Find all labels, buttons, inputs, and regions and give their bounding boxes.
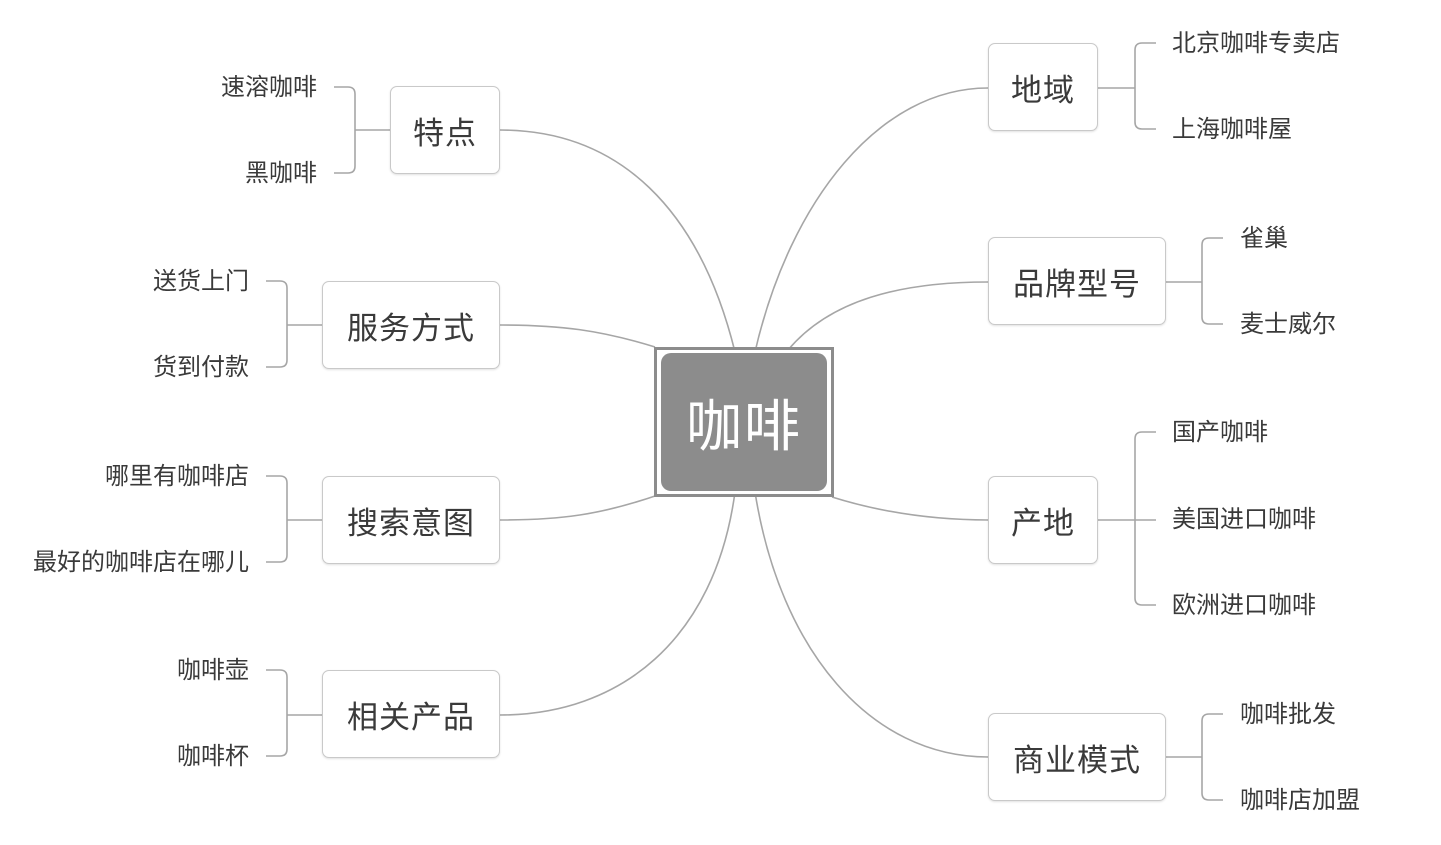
- bracket-search-intent: [266, 475, 288, 563]
- branch-brand-model[interactable]: 品牌型号: [988, 237, 1166, 325]
- leaf-region-0[interactable]: 北京咖啡专卖店: [1172, 29, 1340, 57]
- leaf-related-products-0[interactable]: 咖啡壶: [177, 656, 249, 684]
- bracket-business-model: [1201, 713, 1223, 801]
- link-center-region: [754, 87, 989, 353]
- bracket-service: [266, 280, 288, 368]
- leaf-origin-1[interactable]: 美国进口咖啡: [1172, 505, 1316, 533]
- leaf-brand-model-1[interactable]: 麦士威尔: [1240, 310, 1336, 338]
- leaf-related-products-1[interactable]: 咖啡杯: [177, 742, 249, 770]
- branch-search-intent[interactable]: 搜索意图: [322, 476, 500, 564]
- branch-features[interactable]: 特点: [390, 86, 500, 174]
- branch-origin[interactable]: 产地: [988, 476, 1098, 564]
- branch-service[interactable]: 服务方式: [322, 281, 500, 369]
- leaf-search-intent-1[interactable]: 最好的咖啡店在哪儿: [33, 548, 249, 576]
- leaf-service-0[interactable]: 送货上门: [153, 267, 249, 295]
- link-center-related-products: [499, 491, 736, 716]
- leaf-features-1[interactable]: 黑咖啡: [245, 159, 317, 187]
- link-center-service: [499, 324, 656, 348]
- branch-related-products[interactable]: 相关产品: [322, 670, 500, 758]
- branch-region[interactable]: 地域: [988, 43, 1098, 131]
- link-center-business-model: [754, 491, 989, 758]
- leaf-features-0[interactable]: 速溶咖啡: [221, 73, 317, 101]
- link-center-features: [499, 129, 736, 353]
- bracket-features: [334, 86, 356, 174]
- link-center-origin: [831, 496, 989, 521]
- bracket-related-products: [266, 669, 288, 757]
- bracket-brand-model: [1201, 237, 1223, 325]
- leaf-brand-model-0[interactable]: 雀巢: [1240, 224, 1288, 252]
- leaf-service-1[interactable]: 货到付款: [153, 353, 249, 381]
- leaf-origin-0[interactable]: 国产咖啡: [1172, 418, 1268, 446]
- leaf-business-model-1[interactable]: 咖啡店加盟: [1240, 786, 1360, 814]
- central-topic[interactable]: 咖啡: [661, 353, 827, 491]
- leaf-region-1[interactable]: 上海咖啡屋: [1172, 115, 1292, 143]
- leaf-search-intent-0[interactable]: 哪里有咖啡店: [105, 462, 249, 490]
- leaf-origin-2[interactable]: 欧洲进口咖啡: [1172, 591, 1316, 619]
- link-center-search-intent: [499, 494, 659, 521]
- bracket-region: [1134, 42, 1156, 130]
- link-center-brand-model: [787, 281, 989, 351]
- branch-business-model[interactable]: 商业模式: [988, 713, 1166, 801]
- leaf-business-model-0[interactable]: 咖啡批发: [1240, 700, 1336, 728]
- bracket-origin: [1134, 431, 1156, 606]
